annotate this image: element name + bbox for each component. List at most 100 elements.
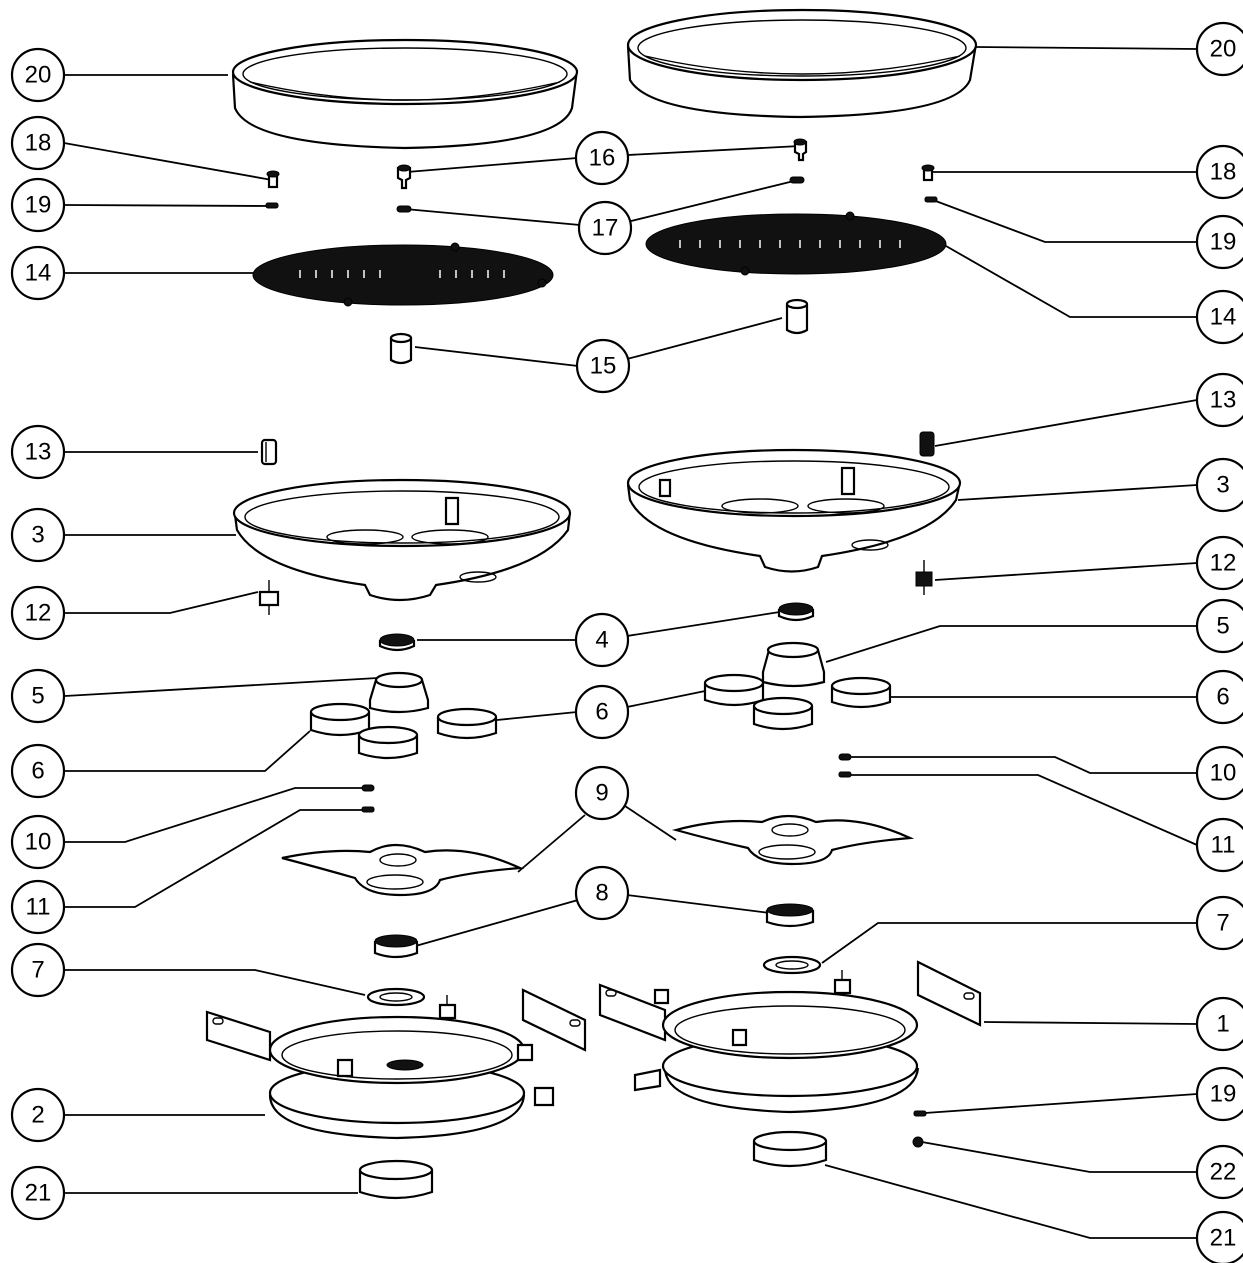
callout-circle	[574, 765, 630, 821]
part-20-cover-right	[626, 8, 978, 119]
leader-12-left	[64, 591, 259, 614]
callout-16: 16	[574, 130, 630, 186]
callout-8: 8	[574, 865, 630, 921]
callout-number: 17	[592, 215, 619, 242]
callout-number: 14	[1210, 304, 1237, 331]
part-4-rings	[378, 602, 815, 652]
callout-circle	[10, 1165, 66, 1221]
leader-6-center-a	[496, 711, 578, 721]
callout-circle	[1195, 817, 1243, 873]
leader-7-left	[64, 969, 366, 996]
leader-18-left	[63, 142, 273, 181]
callout-10: 10	[1195, 745, 1243, 801]
callout-7: 7	[1195, 895, 1243, 951]
leader-22	[921, 1141, 1197, 1173]
callout-4: 4	[574, 612, 630, 668]
callout-circle	[1195, 895, 1243, 951]
callout-14: 14	[10, 245, 66, 301]
callout-21: 21	[1195, 1210, 1243, 1263]
callout-number: 20	[1210, 36, 1237, 63]
callout-circle	[574, 130, 630, 186]
callout-number: 10	[1210, 760, 1237, 787]
callout-number: 6	[595, 699, 608, 726]
leader-12-right	[934, 562, 1198, 581]
part-1-base-right	[598, 960, 982, 1114]
callout-6: 6	[574, 684, 630, 740]
leader-21-right	[824, 1164, 1197, 1239]
callout-number: 3	[31, 522, 44, 549]
leader-10-right	[846, 756, 1197, 774]
callout-number: 18	[25, 130, 52, 157]
callout-9: 9	[574, 765, 630, 821]
callout-circle	[10, 814, 66, 870]
callout-circle	[10, 585, 66, 641]
callout-circle	[10, 47, 66, 103]
callout-number: 3	[1216, 472, 1229, 499]
callout-number: 4	[595, 627, 608, 654]
leader-11-left	[64, 809, 362, 908]
callout-5: 5	[10, 668, 66, 724]
leader-1	[983, 1021, 1198, 1025]
leader-16-a	[406, 157, 578, 173]
part-3-tray-left	[232, 478, 572, 602]
part-2-base-left	[205, 988, 587, 1140]
callout-18: 18	[10, 115, 66, 171]
callout-7: 7	[10, 942, 66, 998]
callout-2: 2	[10, 1087, 66, 1143]
callout-circle	[10, 743, 66, 799]
callout-number: 8	[595, 880, 608, 907]
callout-number: 19	[25, 192, 52, 219]
callout-number: 19	[1210, 1081, 1237, 1108]
part-13-posts	[260, 431, 935, 466]
callout-circle	[574, 865, 630, 921]
leader-19-right	[932, 199, 1197, 243]
part-21-feet	[358, 1130, 828, 1200]
callout-circle	[1195, 669, 1243, 725]
callout-circle	[574, 684, 630, 740]
part-19-22-bottom	[912, 1110, 927, 1148]
callout-bubbles: 2020181618191719141415131333121245566610…	[10, 21, 1243, 1263]
callout-20: 20	[10, 47, 66, 103]
callout-13: 13	[1195, 372, 1243, 428]
callout-circle	[1195, 144, 1243, 200]
part-15-spacers	[389, 298, 809, 365]
part-9-spider-left	[281, 843, 525, 897]
callout-circle	[577, 200, 633, 256]
callout-number: 12	[25, 600, 52, 627]
callout-10: 10	[10, 814, 66, 870]
callout-circle	[1195, 598, 1243, 654]
leader-14-right	[945, 245, 1197, 318]
callout-20: 20	[1195, 21, 1243, 77]
leader-5-left	[64, 676, 396, 697]
leader-9-b	[624, 805, 677, 841]
callout-12: 12	[1195, 535, 1243, 591]
leader-6-center-b	[626, 689, 711, 708]
callout-number: 16	[589, 145, 616, 172]
leader-19-bottom	[924, 1093, 1198, 1114]
callout-11: 11	[10, 879, 66, 935]
callout-3: 3	[1195, 457, 1243, 513]
leader-7-right	[821, 922, 1197, 964]
leader-17-a	[404, 208, 581, 226]
callout-number: 20	[25, 62, 52, 89]
callout-number: 7	[31, 957, 44, 984]
callout-circle	[10, 879, 66, 935]
callout-13: 13	[10, 424, 66, 480]
callout-circle	[10, 115, 66, 171]
leader-15-a	[414, 346, 579, 367]
callout-circle	[1195, 996, 1243, 1052]
callout-circle	[1195, 289, 1243, 345]
leader-15-b	[626, 317, 783, 360]
leader-19-left	[64, 204, 273, 207]
part-5-reducers	[368, 641, 826, 714]
leader-5-right	[825, 625, 1197, 663]
callout-circle	[1195, 745, 1243, 801]
callout-circle	[1195, 1210, 1243, 1263]
callout-circle	[10, 177, 66, 233]
part-7-washers	[366, 955, 822, 1007]
callout-6: 6	[1195, 669, 1243, 725]
callout-circle	[10, 942, 66, 998]
callout-12: 12	[10, 585, 66, 641]
callout-number: 11	[26, 894, 51, 921]
